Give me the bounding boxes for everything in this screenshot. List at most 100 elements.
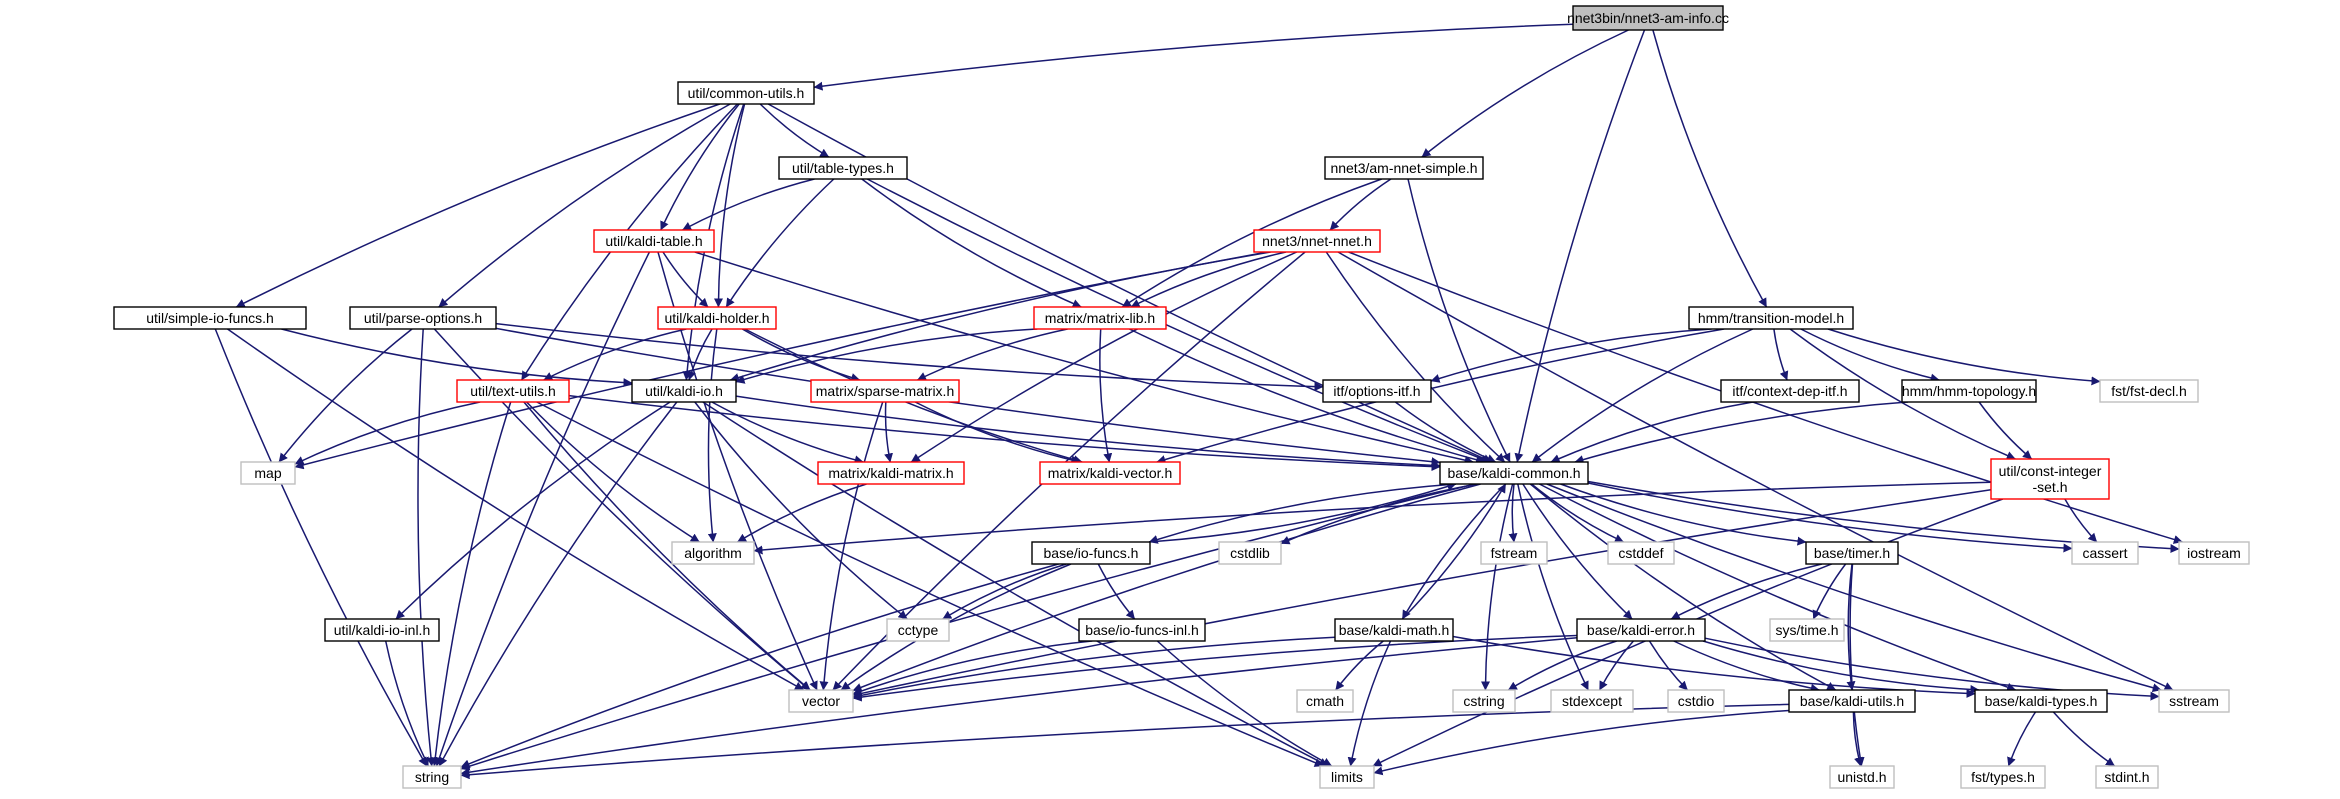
- node-cstddef: cstddef: [1607, 541, 1675, 565]
- edge-kaldi_types-to-fst_types: [2007, 711, 2037, 767]
- node-label: vector: [802, 693, 840, 709]
- node-options-itf[interactable]: itf/options-itf.h: [1322, 379, 1432, 403]
- edge-sparse_matrix-to-kaldi_vector: [914, 401, 1081, 465]
- node-label: stdint.h: [2104, 769, 2149, 785]
- edge-transition_model-to-const_integer_set: [1789, 328, 2016, 460]
- node-label: nnet3/am-nnet-simple.h: [1330, 160, 1477, 176]
- edge-text_utils-to-limits: [536, 401, 1324, 767]
- node-box: [788, 689, 854, 713]
- edge-matrix_lib-to-sparse_matrix: [916, 328, 1068, 381]
- node-kaldi-io[interactable]: util/kaldi-io.h: [631, 379, 737, 403]
- node-box: [1439, 461, 1589, 485]
- node-kaldi-io-inl[interactable]: util/kaldi-io-inl.h: [324, 618, 440, 642]
- node-sparse-matrix[interactable]: matrix/sparse-matrix.h: [810, 379, 960, 403]
- node-label: cctype: [898, 622, 939, 638]
- edge-common_utils-to-table_types: [759, 103, 830, 158]
- edge-kaldi_common-to-kaldi_error: [1522, 483, 1633, 620]
- node-root[interactable]: nnet3bin/nnet3-am-info.cc: [1567, 5, 1729, 31]
- node-label: hmm/hmm-topology.h: [1902, 383, 2036, 399]
- node-table-types[interactable]: util/table-types.h: [778, 156, 908, 180]
- edge-sparse_matrix-to-vector: [819, 401, 884, 691]
- node-label: util/kaldi-io.h: [645, 383, 723, 399]
- node-io-funcs[interactable]: base/io-funcs.h: [1031, 541, 1151, 565]
- edge-kaldi_matrix-to-algorithm: [737, 483, 867, 543]
- edge-transition_model-to-context_dep_itf: [1773, 328, 1789, 381]
- edge-io_funcs-to-kaldi_common: [1149, 482, 1457, 543]
- edge-io_funcs-to-cctype: [942, 563, 1067, 620]
- node-cstring: cstring: [1452, 689, 1516, 713]
- node-label: fst/types.h: [1971, 769, 2035, 785]
- node-kaldi-types[interactable]: base/kaldi-types.h: [1974, 689, 2108, 713]
- node-const-integer-set[interactable]: util/const-integer-set.h: [1990, 458, 2110, 500]
- edge-root-to-transition_model: [1652, 29, 1768, 308]
- edge-table_types-to-kaldi_holder: [725, 178, 835, 308]
- node-box: [1688, 306, 1854, 330]
- node-box: [324, 618, 440, 642]
- node-label: base/kaldi-utils.h: [1800, 693, 1904, 709]
- edge-nnet_nnet-to-kaldi_common: [1325, 251, 1506, 463]
- node-box: [2099, 379, 2199, 403]
- node-hmm-topology[interactable]: hmm/hmm-topology.h: [1901, 379, 2037, 403]
- node-label: util/kaldi-table.h: [605, 233, 702, 249]
- edge-kaldi_common-to-kaldi_types: [1539, 483, 2017, 692]
- node-box: [1974, 689, 2108, 713]
- node-box: [2071, 541, 2139, 565]
- node-kaldi-error[interactable]: base/kaldi-error.h: [1576, 618, 1706, 642]
- node-box: [886, 618, 950, 642]
- node-kaldi-table[interactable]: util/kaldi-table.h: [593, 229, 715, 253]
- edge-kaldi_error-to-sstream: [1704, 637, 2160, 701]
- node-nnet-nnet[interactable]: nnet3/nnet-nnet.h: [1253, 229, 1381, 253]
- node-kaldi-math[interactable]: base/kaldi-math.h: [1334, 618, 1454, 642]
- edge-kaldi_table-to-kaldi_common: [694, 251, 1474, 465]
- node-common-utils[interactable]: util/common-utils.h: [677, 81, 815, 105]
- node-simple-io-funcs[interactable]: util/simple-io-funcs.h: [113, 306, 307, 330]
- edge-parse_options-to-string: [417, 328, 436, 767]
- edge-kaldi_utils-to-limits: [1373, 709, 1790, 776]
- node-text-utils[interactable]: util/text-utils.h: [456, 379, 570, 403]
- node-box: [1829, 765, 1895, 789]
- node-label: base/io-funcs.h: [1044, 545, 1139, 561]
- nodes-layer: nnet3bin/nnet3-am-info.cc util/common-uti…: [113, 5, 2250, 789]
- edge-kaldi_io-to-kaldi_io_inl: [395, 401, 671, 620]
- node-io-funcs-inl[interactable]: base/io-funcs-inl.h: [1078, 618, 1206, 642]
- edge-kaldi_common-to-kaldi_math: [1401, 483, 1507, 620]
- edge-table_types-to-kaldi_table: [682, 178, 815, 231]
- node-box: [1720, 379, 1860, 403]
- edge-kaldi_error-to-vector: [852, 634, 1578, 702]
- node-label: matrix/sparse-matrix.h: [816, 383, 954, 399]
- node-label: itf/context-dep-itf.h: [1732, 383, 1847, 399]
- node-transition-model[interactable]: hmm/transition-model.h: [1688, 306, 1854, 330]
- node-kaldi-matrix[interactable]: matrix/kaldi-matrix.h: [817, 461, 965, 485]
- edge-parse_options-to-options_itf: [495, 322, 1324, 392]
- node-label: base/kaldi-math.h: [1339, 622, 1450, 638]
- edge-kaldi_common-to-cstddef: [1531, 483, 1624, 543]
- edge-kaldi_error-to-cstring: [1507, 640, 1617, 691]
- node-kaldi-utils[interactable]: base/kaldi-utils.h: [1788, 689, 1916, 713]
- edge-kaldi_common-to-cassert: [1587, 482, 2073, 553]
- node-am-nnet-simple[interactable]: nnet3/am-nnet-simple.h: [1324, 156, 1484, 180]
- edge-hmm_topology-to-kaldi_common: [1574, 401, 1909, 464]
- node-box: [1218, 541, 1282, 565]
- edge-timer-to-sys_time: [1812, 563, 1847, 620]
- node-kaldi-holder[interactable]: util/kaldi-holder.h: [657, 306, 777, 330]
- node-label: limits: [1331, 769, 1363, 785]
- node-box: [1769, 618, 1845, 642]
- node-label: cmath: [1306, 693, 1344, 709]
- edge-root-to-kaldi_common: [1514, 29, 1646, 463]
- edge-text_utils-to-map: [294, 401, 481, 465]
- node-label: cstddef: [1618, 545, 1663, 561]
- node-timer[interactable]: base/timer.h: [1805, 541, 1899, 565]
- node-sys-time: sys/time.h: [1769, 618, 1845, 642]
- edge-sparse_matrix-to-kaldi_matrix: [884, 401, 893, 463]
- edge-matrix_lib-to-kaldi_vector: [1099, 328, 1113, 463]
- node-box: [402, 765, 462, 789]
- node-matrix-lib[interactable]: matrix/matrix-lib.h: [1033, 306, 1167, 330]
- node-label: fstream: [1491, 545, 1538, 561]
- node-context-dep-itf[interactable]: itf/context-dep-itf.h: [1720, 379, 1860, 403]
- node-kaldi-common[interactable]: base/kaldi-common.h: [1439, 461, 1589, 485]
- node-kaldi-vector[interactable]: matrix/kaldi-vector.h: [1039, 461, 1181, 485]
- node-parse-options[interactable]: util/parse-options.h: [349, 306, 497, 330]
- edge-kaldi_io-to-string: [438, 401, 678, 767]
- edge-timer-to-kaldi_error: [1670, 563, 1823, 620]
- edge-matrix_lib-to-kaldi_io: [735, 328, 1038, 384]
